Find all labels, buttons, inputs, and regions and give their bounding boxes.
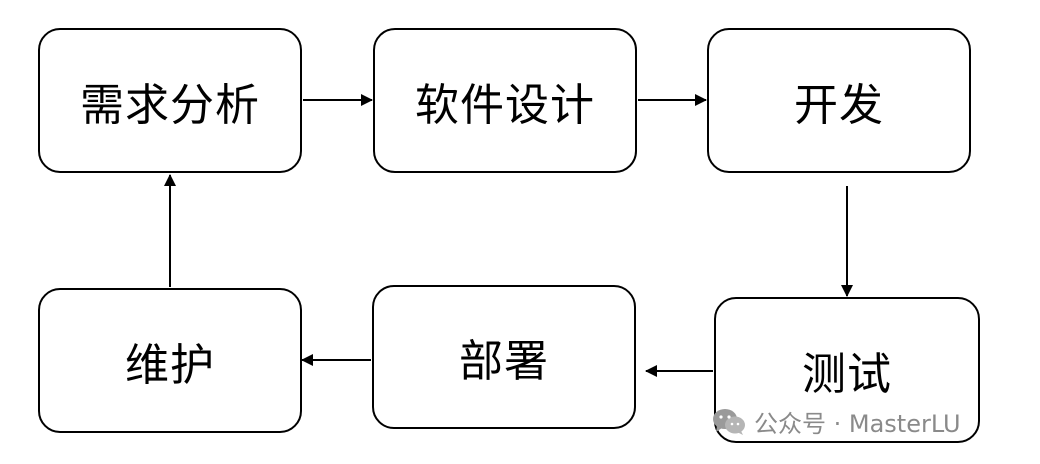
- node-label: 开发: [794, 79, 884, 131]
- watermark-text: 公众号 · MasterLU: [754, 410, 961, 438]
- node-requirements: 需求分析: [38, 28, 302, 173]
- node-testing: 测试: [714, 297, 980, 443]
- node-label: 部署: [459, 336, 549, 387]
- watermark: 公众号 · MasterLU: [712, 404, 961, 439]
- wechat-icon: [713, 408, 745, 435]
- node-maintenance: 维护: [38, 288, 302, 433]
- node-label: 测试: [802, 349, 892, 400]
- node-label: 维护: [125, 339, 215, 391]
- node-label: 软件设计: [415, 79, 595, 131]
- node-deployment: 部署: [372, 285, 636, 429]
- node-design: 软件设计: [373, 28, 637, 173]
- node-label: 需求分析: [80, 79, 260, 131]
- node-development: 开发: [707, 28, 971, 173]
